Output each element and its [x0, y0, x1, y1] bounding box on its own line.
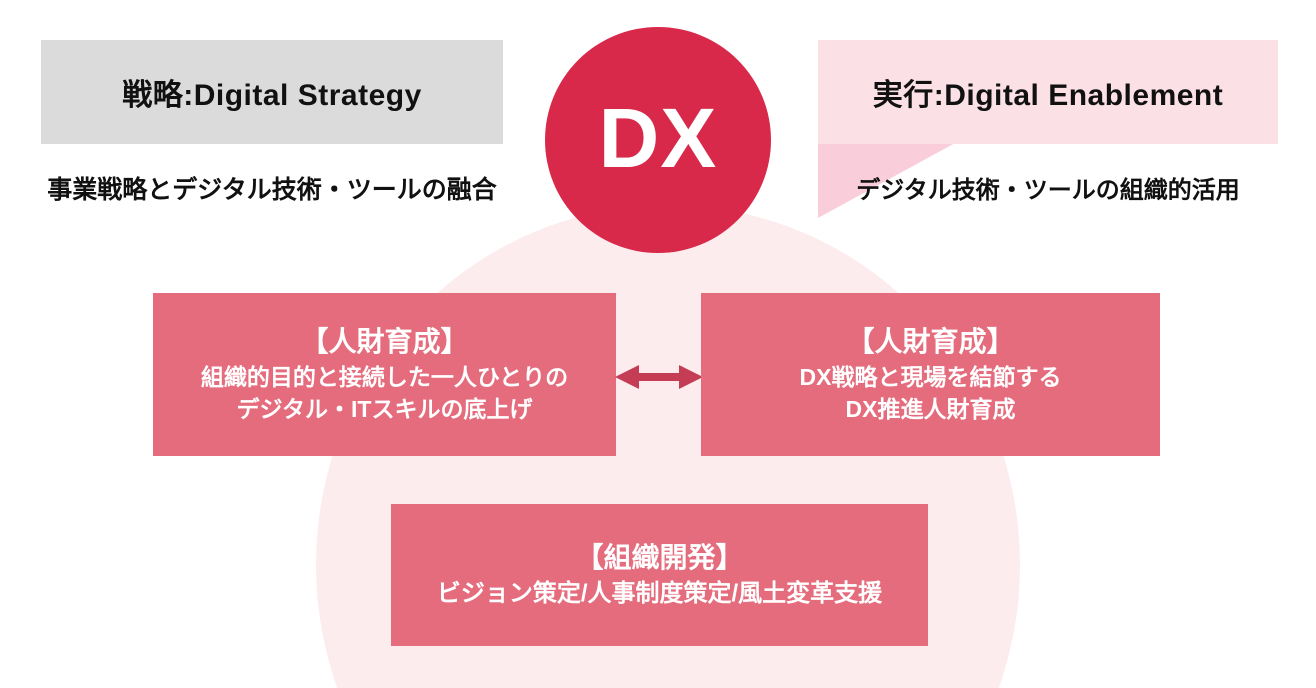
- talent-development-right-line-2: DX推進人財育成: [845, 396, 1016, 423]
- enablement-subtitle: デジタル技術・ツールの組織的活用: [856, 177, 1240, 204]
- talent-development-box-right: 【人財育成】 DX戦略と現場を結節する DX推進人財育成: [701, 293, 1160, 456]
- dx-circle: DX: [545, 27, 771, 253]
- strategy-header-box: 戦略:Digital Strategy: [41, 40, 503, 144]
- organization-development-box: 【組織開発】 ビジョン策定/人事制度策定/風土変革支援: [391, 504, 928, 646]
- talent-development-box-left: 【人財育成】 組織的目的と接続した一人ひとりの デジタル・ITスキルの底上げ: [153, 293, 616, 456]
- organization-development-title: 【組織開発】: [575, 542, 744, 574]
- organization-development-line-1: ビジョン策定/人事制度策定/風土変革支援: [436, 579, 883, 607]
- double-arrow-icon: [615, 365, 703, 389]
- dx-label: DX: [598, 90, 718, 185]
- enablement-header-box: 実行:Digital Enablement: [818, 40, 1278, 144]
- talent-development-right-line-1: DX戦略と現場を結節する: [799, 363, 1062, 390]
- talent-development-left-line-1: 組織的目的と接続した一人ひとりの: [200, 363, 569, 390]
- talent-development-right-title: 【人財育成】: [846, 325, 1015, 357]
- strategy-title: 戦略:Digital Strategy: [122, 79, 422, 112]
- talent-development-left-line-2: デジタル・ITスキルの底上げ: [236, 396, 533, 423]
- strategy-subtitle: 事業戦略とデジタル技術・ツールの融合: [47, 176, 497, 204]
- enablement-title: 実行:Digital Enablement: [872, 79, 1224, 112]
- talent-development-left-title: 【人財育成】: [300, 325, 469, 357]
